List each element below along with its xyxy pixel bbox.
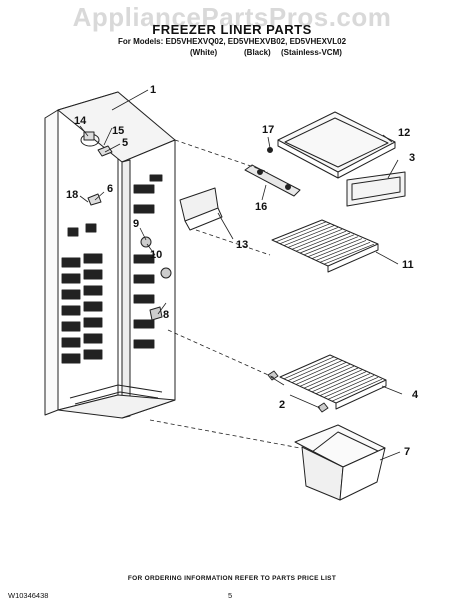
- shelf-wire: [279, 223, 331, 245]
- callout-1: 1: [150, 84, 156, 96]
- callout-6: 6: [107, 183, 113, 195]
- shelf-wire: [311, 369, 363, 393]
- document-number: W10346438: [8, 591, 49, 600]
- shelf-wire: [307, 367, 359, 391]
- shelf-peg-part: [267, 370, 329, 413]
- callout-2: 2: [279, 399, 285, 411]
- shelf-wire: [323, 243, 375, 265]
- shelf-wire: [275, 221, 327, 243]
- shelf-bracket-part: [244, 147, 301, 197]
- glass-shelf-part: [277, 111, 396, 179]
- shelf-wire: [287, 227, 339, 248]
- shelf-rail-part: [346, 171, 406, 207]
- trim-strip-part: [179, 187, 223, 231]
- shelf-wire: [323, 375, 375, 398]
- callout-10: 10: [150, 249, 162, 261]
- wire-shelf-lower-part: [279, 354, 387, 410]
- callout-5: 5: [122, 137, 128, 149]
- callout-14: 14: [74, 115, 87, 127]
- shelf-wire: [283, 225, 335, 246]
- shelf-wire: [303, 365, 355, 389]
- shelf-wire: [299, 363, 351, 387]
- watermark: AppliancePartsPros.com: [72, 2, 392, 32]
- callout-7: 7: [404, 446, 410, 458]
- shelf-wire: [319, 373, 371, 396]
- callout-18: 18: [66, 189, 78, 201]
- page-number: 5: [228, 591, 233, 600]
- shelf-wire: [299, 232, 351, 254]
- shelf-wire: [295, 362, 347, 385]
- variant-stainless: (Stainless-VCM): [281, 48, 342, 57]
- shelf-wire: [283, 356, 335, 380]
- callout-15: 15: [112, 125, 124, 137]
- callout-17: 17: [262, 124, 274, 136]
- page-title: FREEZER LINER PARTS: [152, 22, 312, 37]
- callout-9: 9: [133, 218, 139, 230]
- shelf-wire: [291, 228, 343, 250]
- freezer-bin-part: [294, 424, 386, 501]
- model-list: For Models: ED5VHEXVQ02, ED5VHEXVB02, ED…: [117, 37, 347, 46]
- variant-black: (Black): [244, 48, 271, 57]
- exploded-parts-diagram: 1 2 3 4 5 6 7 8 9 10 11 12 13 14 15 16 1…: [44, 84, 419, 501]
- shelf-wire: [311, 238, 363, 259]
- leader-lines: [79, 89, 403, 461]
- callout-13: 13: [236, 239, 248, 251]
- wire-shelf-upper-part: [271, 219, 379, 273]
- callout-16: 16: [255, 201, 267, 213]
- callout-4: 4: [412, 389, 419, 401]
- variant-white: (White): [190, 48, 218, 57]
- shelf-wire: [291, 360, 343, 383]
- shelf-wire: [315, 240, 367, 261]
- shelf-wire: [315, 371, 367, 395]
- ordering-note: FOR ORDERING INFORMATION REFER TO PARTS …: [127, 575, 337, 582]
- shelf-wire: [331, 378, 383, 402]
- callout-11: 11: [402, 259, 414, 271]
- shelf-wire: [307, 236, 359, 258]
- shelf-wire: [295, 230, 347, 252]
- callout-8: 8: [163, 309, 169, 321]
- shelf-wire: [287, 358, 339, 382]
- shelf-wire: [319, 241, 371, 263]
- freezer-liner-part: [44, 91, 176, 419]
- shelf-wire: [303, 234, 355, 256]
- shelf-wire: [327, 376, 379, 400]
- callout-3: 3: [409, 152, 415, 164]
- callout-12: 12: [398, 127, 410, 139]
